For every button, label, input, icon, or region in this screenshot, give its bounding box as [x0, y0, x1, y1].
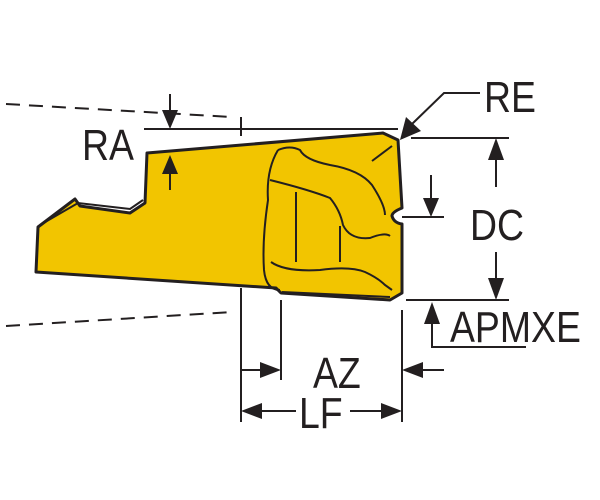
ra-dimension: RA [82, 94, 178, 190]
arrow-down-icon [162, 110, 178, 129]
arrow-icon [400, 117, 421, 140]
arrow-up-icon [162, 155, 178, 174]
lower-reference-dashed-line [5, 311, 233, 327]
az-dimension: AZ [241, 348, 444, 398]
insert-body [34, 131, 404, 302]
ra-label: RA [82, 120, 135, 170]
arrow-right-icon [260, 362, 281, 378]
hole-offset-dimension [423, 175, 439, 217]
dc-label: DC [470, 200, 524, 250]
arrow-left-icon [241, 403, 262, 419]
arrow-down-icon [488, 278, 504, 300]
arrow-up-icon [488, 138, 504, 160]
az-label: AZ [313, 348, 361, 398]
arrow-up-icon [424, 302, 440, 324]
dc-dimension: DC [470, 138, 524, 300]
lf-label: LF [299, 388, 343, 438]
apmxe-label: APMXE [450, 302, 581, 352]
re-label: RE [484, 72, 536, 122]
upper-reference-dashed-line [5, 103, 233, 118]
apmxe-dimension: APMXE [424, 302, 581, 352]
arrow-down-icon [423, 198, 439, 217]
lf-dimension: LF [241, 388, 402, 438]
arrow-right-icon [381, 403, 402, 419]
re-dimension: RE [400, 72, 536, 140]
arrow-left-icon [402, 362, 423, 378]
